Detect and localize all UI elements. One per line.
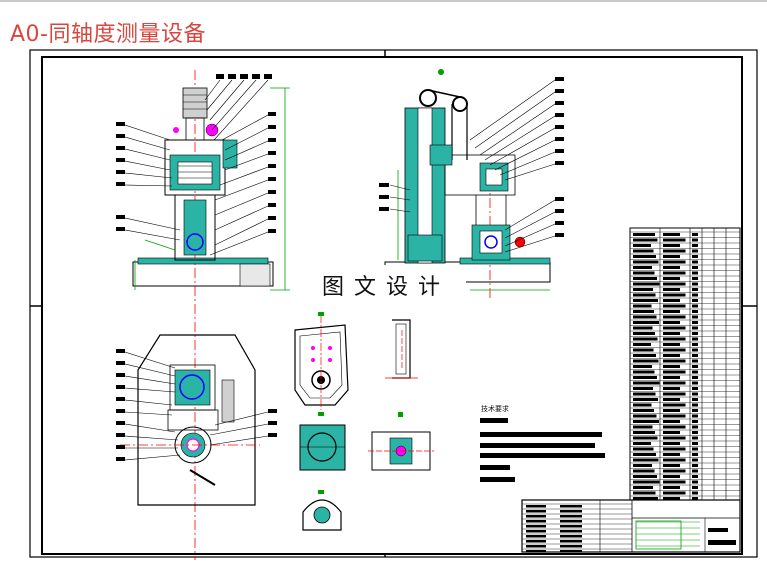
technical-requirements: [480, 418, 605, 482]
watermark: 图文设计: [306, 265, 466, 305]
top-rule: [0, 0, 767, 2]
sheet-outer-border: [29, 49, 758, 558]
centering-marks: [30, 50, 757, 557]
title-block: [521, 499, 741, 553]
page-title: A0-同轴度测量设备: [10, 22, 206, 47]
side-view: [379, 69, 564, 300]
detail-parts: [294, 312, 434, 531]
plan-view: [116, 334, 277, 506]
tech-requirements-label: 技术要求: [481, 405, 509, 413]
parts-list-table: [629, 227, 741, 501]
front-view: [116, 70, 290, 560]
